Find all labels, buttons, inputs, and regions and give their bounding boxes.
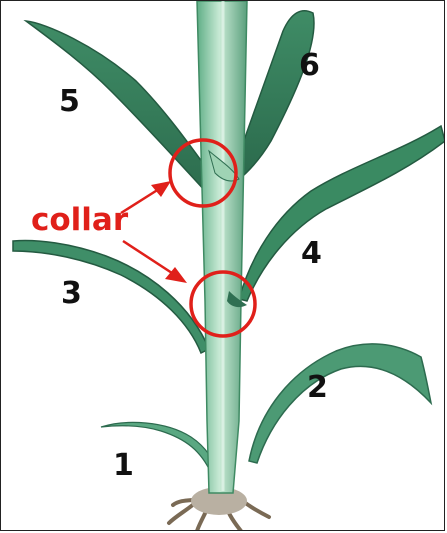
leaf-3 xyxy=(13,241,209,353)
leaf-number-2: 2 xyxy=(307,373,328,403)
collar-arrow-upper xyxy=(121,181,171,213)
leaf-number-4: 4 xyxy=(301,239,322,269)
leaf-number-3: 3 xyxy=(61,279,82,309)
leaf-4 xyxy=(239,126,445,301)
leaf-2 xyxy=(249,344,431,463)
leaf-number-5: 5 xyxy=(59,87,80,117)
leaf-number-1: 1 xyxy=(113,451,134,481)
collar-label: collar xyxy=(31,205,128,236)
leaf-number-6: 6 xyxy=(299,51,320,81)
